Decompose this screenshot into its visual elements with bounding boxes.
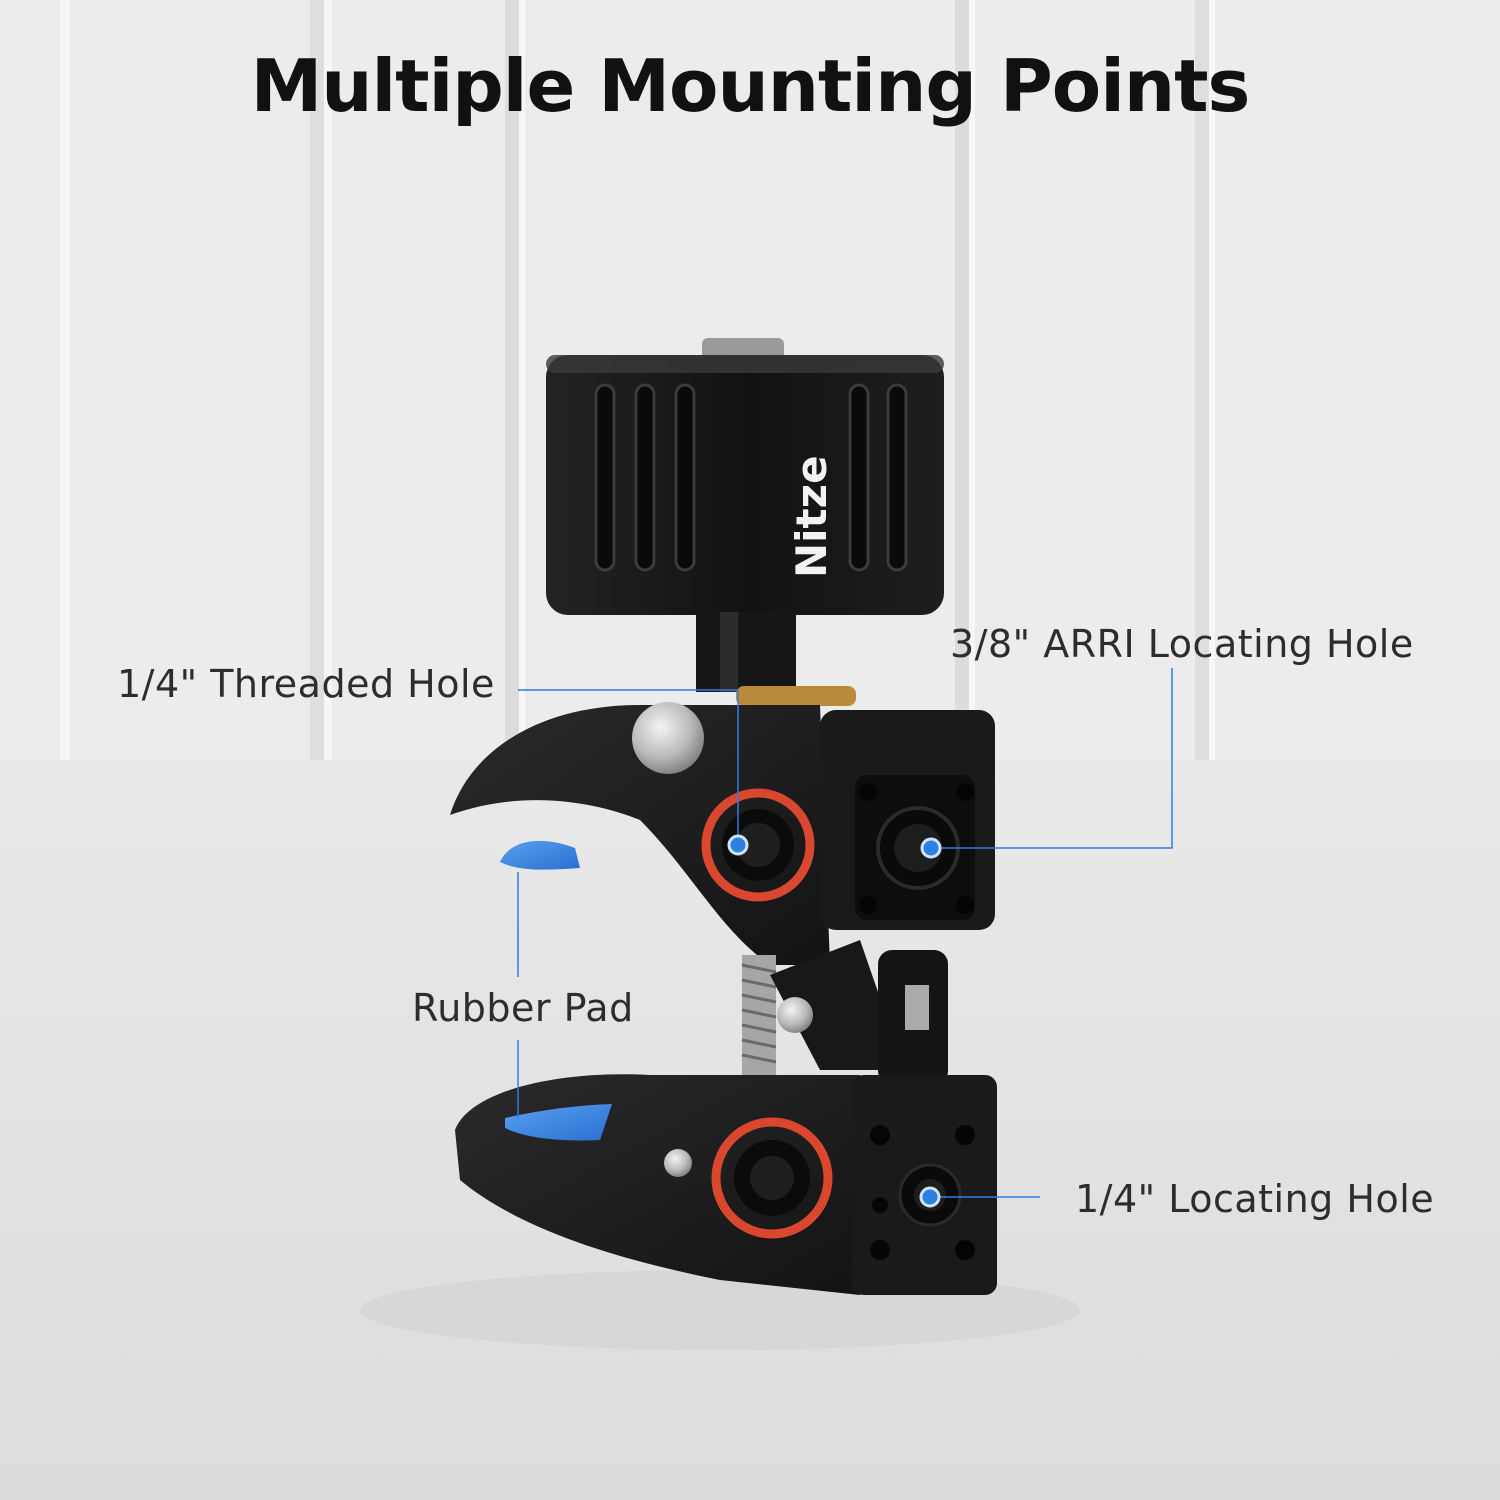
threaded-rod	[742, 955, 776, 1085]
wall-panel-edge	[310, 0, 324, 760]
brass-washer	[736, 686, 856, 706]
wall-panel-edge	[955, 0, 969, 760]
wall-panel-edge	[60, 0, 70, 760]
locating-hole-marker	[919, 1186, 941, 1208]
callout-lines	[517, 668, 1173, 1198]
knob-stem	[696, 612, 796, 692]
page-title: Multiple Mounting Points	[250, 44, 1251, 128]
wall-panel-edge	[505, 0, 519, 760]
arri-hole-leader	[935, 668, 1173, 849]
rubber-pad-lower	[505, 1104, 612, 1141]
rubber-pad-upper	[500, 840, 580, 870]
knob-grip-right	[848, 383, 908, 572]
brand-logo: Nitze	[787, 455, 836, 578]
o-ring-upper	[701, 788, 815, 902]
threaded-hole-marker	[727, 834, 749, 856]
threaded-hole-label: 1/4" Threaded Hole	[117, 662, 495, 706]
threaded-hole-leader	[518, 689, 739, 845]
upper-jaw	[450, 705, 830, 965]
rubber-pad-label: Rubber Pad	[412, 986, 634, 1030]
arri-hole-marker	[920, 837, 942, 859]
o-ring-lower	[711, 1117, 833, 1239]
hinge-screw	[777, 997, 813, 1033]
pivot-pin-top	[632, 702, 704, 774]
callout-markers	[727, 834, 942, 1208]
knob-grip-left	[594, 383, 696, 572]
arri-hole-label: 3/8" ARRI Locating Hole	[950, 622, 1414, 666]
locating-hole-label: 1/4" Locating Hole	[1075, 1177, 1435, 1221]
lower-screw	[664, 1149, 692, 1177]
wall-panel-edge	[1195, 0, 1209, 760]
hinge-arm	[770, 940, 905, 1070]
